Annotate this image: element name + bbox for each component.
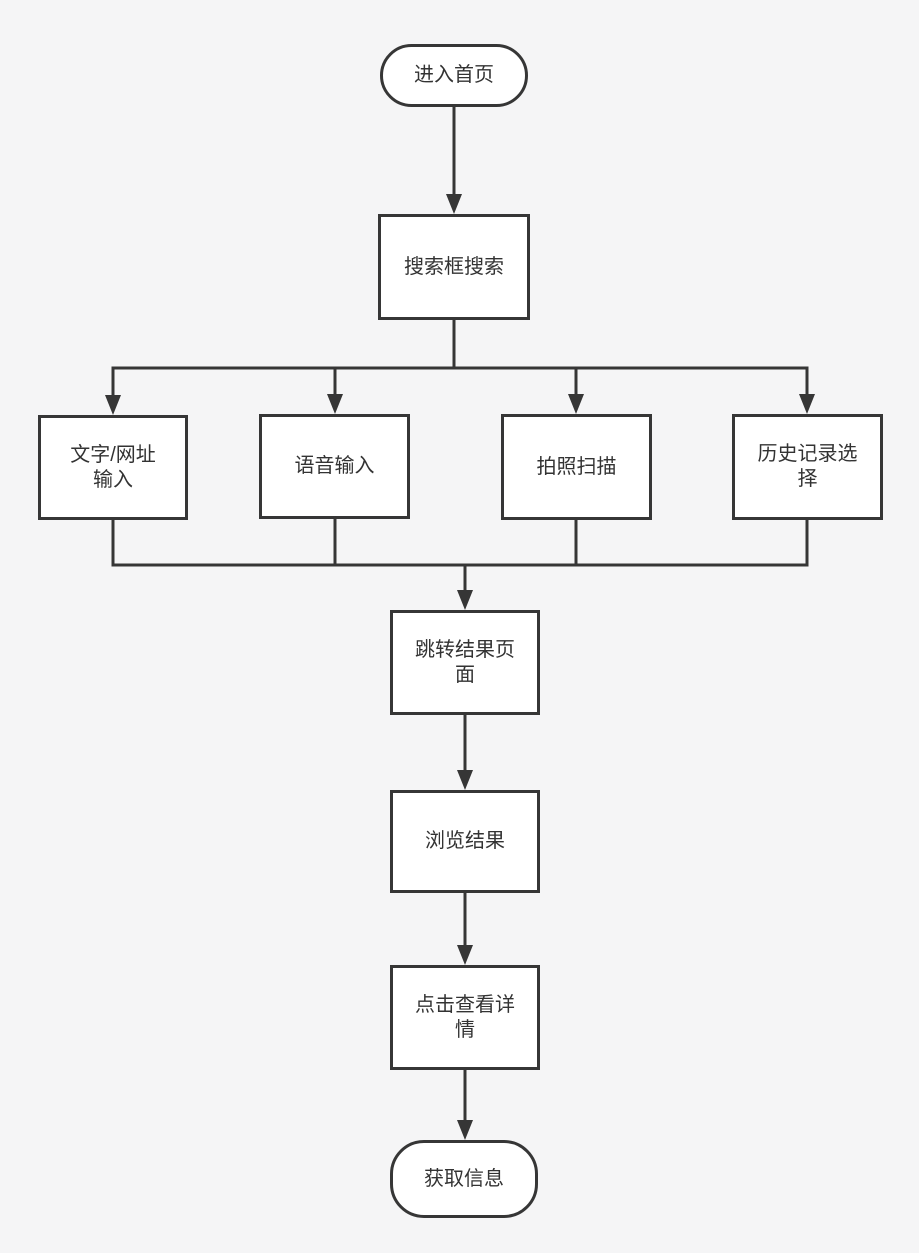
connector-detail-to-end (457, 1070, 473, 1140)
connector-branch-photo (568, 366, 584, 414)
node-jump-result-page: 跳转结果页 面 (390, 610, 540, 715)
connector-search-to-branches (111, 320, 809, 370)
node-photo-scan: 拍照扫描 (501, 414, 652, 520)
node-click-view-detail: 点击查看详 情 (390, 965, 540, 1070)
node-voice-input: 语音输入 (259, 414, 410, 519)
node-enter-homepage: 进入首页 (380, 44, 528, 107)
connector-branch-voice (327, 366, 343, 414)
node-label: 浏览结果 (425, 830, 505, 852)
node-label: 跳转结果页 面 (415, 638, 515, 686)
connector-merge-rail (111, 519, 809, 567)
connector-jump-to-browse (457, 715, 473, 790)
connector-branch-text (105, 366, 121, 415)
node-label: 拍照扫描 (536, 455, 617, 478)
node-get-information: 获取信息 (390, 1140, 538, 1218)
node-searchbox-search: 搜索框搜索 (378, 214, 530, 320)
node-label: 获取信息 (424, 1167, 504, 1190)
node-label: 进入首页 (414, 64, 494, 86)
node-text-url-input: 文字/网址 输入 (38, 415, 188, 520)
node-history-select: 历史记录选 择 (732, 414, 883, 520)
connector-merge-to-jump (457, 563, 473, 610)
node-label: 语音输入 (294, 455, 375, 477)
connector-browse-to-detail (457, 893, 473, 965)
connector-start-to-search (446, 107, 462, 214)
node-label: 搜索框搜索 (404, 255, 504, 278)
node-label: 历史记录选 择 (757, 443, 858, 490)
node-label: 文字/网址 输入 (70, 443, 156, 491)
connector-branch-history (799, 366, 815, 414)
node-label: 点击查看详 情 (415, 993, 515, 1041)
node-browse-results: 浏览结果 (390, 790, 540, 893)
